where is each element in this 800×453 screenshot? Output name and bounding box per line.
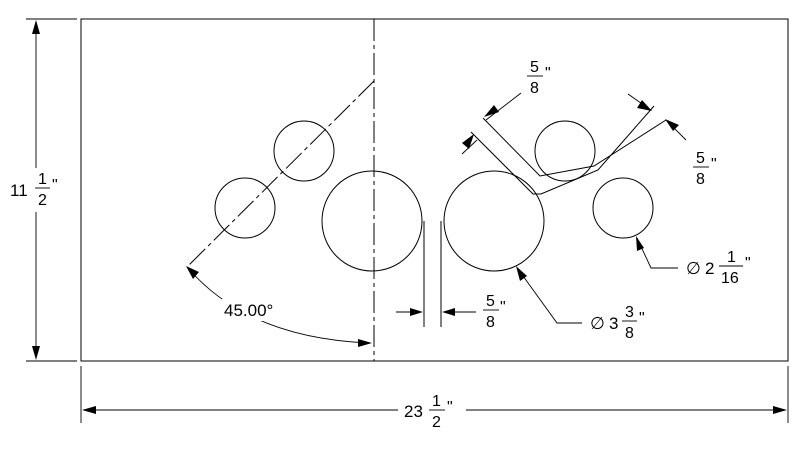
small-dia-whole: 2 — [705, 259, 714, 278]
large-dia-symbol: ∅ — [590, 314, 605, 333]
small-dia-symbol: ∅ — [686, 259, 701, 278]
gap-right-arrow-a — [637, 100, 652, 111]
large-hole-right — [443, 170, 545, 272]
v-slot-inner — [482, 117, 667, 177]
width-unit: " — [447, 399, 453, 416]
gap-topleft-arrow-a — [484, 105, 499, 117]
gap-topleft-num: 5 — [530, 59, 539, 76]
gap-topleft-arrow-b — [462, 134, 474, 149]
width-den: 2 — [432, 414, 441, 431]
small-hole-mid-right — [592, 177, 654, 239]
gap-bottom-arrow-left — [410, 308, 423, 316]
height-num: 1 — [38, 171, 47, 188]
gap-bottom-den: 8 — [486, 314, 495, 331]
gap-right-arrow-b — [665, 119, 679, 131]
small-hole-top-right — [534, 120, 596, 182]
large-dia-leader — [517, 268, 582, 324]
large-dia-unit: " — [639, 310, 645, 327]
small-hole-lower-left — [214, 177, 276, 239]
gap-topleft-unit: " — [545, 65, 551, 82]
gap-topleft-leader-a — [485, 92, 522, 121]
large-dia-num: 3 — [625, 304, 634, 321]
width-arrow-right — [773, 406, 787, 414]
large-dia-whole: 3 — [609, 314, 618, 333]
gap-bottom-unit: " — [500, 299, 506, 316]
angle-arc — [187, 267, 371, 344]
angle-arrow-left — [186, 266, 199, 279]
width-whole: 23 — [404, 402, 423, 421]
small-dia-unit: " — [745, 255, 751, 272]
height-arrow-bottom — [32, 346, 40, 360]
gap-bottom-arrow-right — [442, 308, 455, 316]
angle-label: 45.00° — [224, 301, 273, 320]
diagonal-centerline — [186, 80, 375, 268]
height-den: 2 — [38, 192, 47, 209]
small-dia-num: 1 — [727, 249, 736, 266]
height-arrow-top — [32, 20, 40, 34]
angle-arrow-right — [358, 339, 372, 347]
width-arrow-left — [82, 406, 96, 414]
gap-bottom-num: 5 — [486, 293, 495, 310]
gap-right-den: 8 — [696, 171, 705, 188]
height-unit: " — [52, 177, 58, 194]
gap-topleft-den: 8 — [530, 80, 539, 97]
large-dia-arrow — [516, 266, 527, 281]
large-hole-left — [321, 170, 423, 272]
small-dia-leader — [636, 237, 678, 269]
small-hole-upper-left — [273, 120, 335, 182]
small-dia-arrow — [636, 236, 644, 251]
gap-right-num: 5 — [696, 150, 705, 167]
v-slot-outer — [470, 105, 655, 195]
width-num: 1 — [432, 393, 441, 410]
large-dia-den: 8 — [625, 325, 634, 342]
plate-outline — [80, 18, 789, 362]
small-dia-den: 16 — [721, 270, 739, 287]
height-whole: 11 — [10, 181, 28, 200]
gap-right-unit: " — [711, 156, 717, 173]
